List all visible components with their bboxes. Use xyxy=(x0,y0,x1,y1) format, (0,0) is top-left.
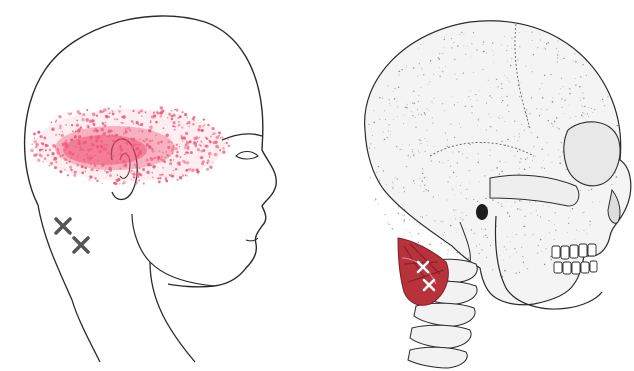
head-profile-illustration xyxy=(0,0,320,371)
suboccipital-muscle xyxy=(398,238,448,305)
orbit-outline xyxy=(564,122,620,186)
neck-back-line xyxy=(38,205,100,362)
jaw-line xyxy=(132,214,214,286)
trigger-mark-2 xyxy=(74,238,88,252)
trigger-point-marks xyxy=(56,219,88,252)
ear-canal xyxy=(476,204,488,220)
skull-panel xyxy=(320,0,634,371)
head-profile-panel xyxy=(0,0,320,371)
trigger-mark-1 xyxy=(56,219,70,233)
eye-outline xyxy=(236,152,258,160)
skull-illustration xyxy=(320,0,634,371)
referred-pain-zone xyxy=(30,106,230,185)
